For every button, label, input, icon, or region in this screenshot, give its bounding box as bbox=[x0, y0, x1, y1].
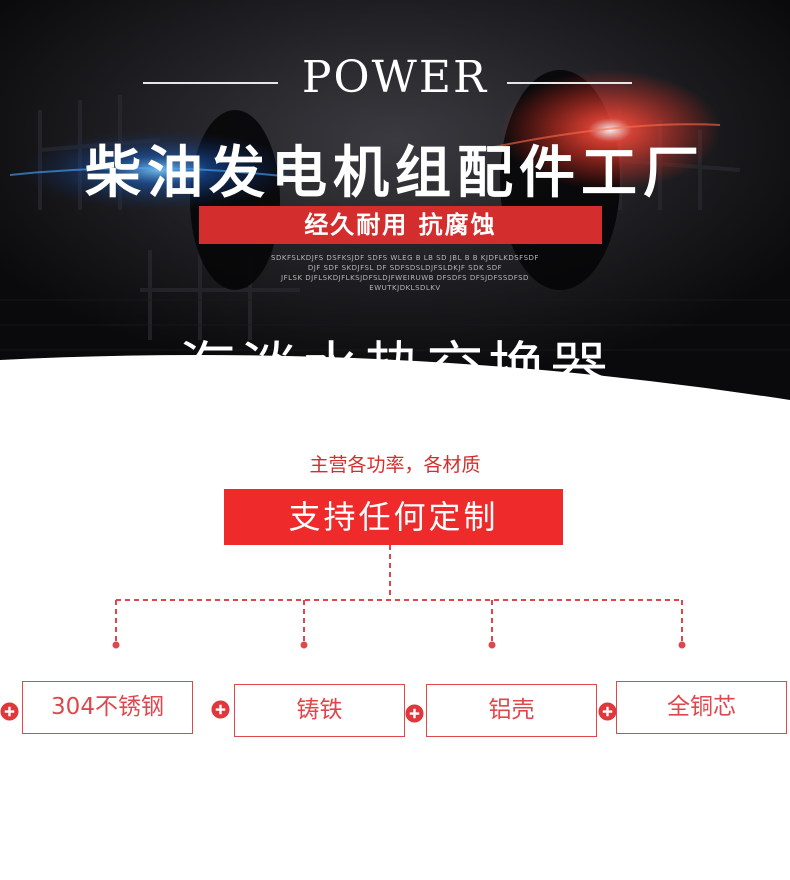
material-box-stainless: 304不锈钢 bbox=[22, 681, 193, 734]
material-label: 铸铁 bbox=[296, 697, 343, 723]
hero-banner-background bbox=[0, 0, 790, 400]
plus-circle-icon bbox=[405, 704, 424, 723]
power-heading: POWER bbox=[301, 52, 489, 103]
material-box-aluminum-shell: 铝壳 bbox=[426, 684, 597, 737]
custom-support-box: 支持任何定制 bbox=[224, 489, 563, 545]
sub-heading: 主营各功率，各材质 bbox=[309, 454, 481, 476]
plus-circle-icon bbox=[211, 700, 230, 719]
fine-print-line: EWUTKJDKLSDLKV bbox=[369, 284, 441, 292]
material-box-copper-core: 全铜芯 bbox=[616, 681, 787, 734]
fine-print-line: JFLSK DJFLSKDJFLKSJDFSLDJFWEIRUWB DFSDFS… bbox=[281, 274, 529, 282]
plus-circle-icon bbox=[0, 702, 19, 721]
material-label: 304不锈钢 bbox=[51, 694, 164, 720]
fine-print-line: SDKFSLKDJFS DSFKSJDF SDFS WLEG B LB SD J… bbox=[271, 254, 539, 262]
factory-title: 柴油发电机组配件工厂 bbox=[85, 141, 705, 206]
material-box-cast-iron: 铸铁 bbox=[234, 684, 405, 737]
material-label: 全铜芯 bbox=[667, 694, 736, 720]
material-label: 铝壳 bbox=[488, 697, 535, 723]
product-title: 海淡水热交换器 bbox=[177, 335, 612, 403]
plus-circle-icon bbox=[598, 702, 617, 721]
connector-tree bbox=[112, 545, 686, 649]
power-divider-right bbox=[507, 82, 632, 84]
fine-print-text: SDKFSLKDJFS DSFKSJDF SDFS WLEG B LB SD J… bbox=[238, 253, 572, 293]
power-divider-left bbox=[143, 82, 278, 84]
fine-print-line: DJF SDF SKDJFSL DF SDFSDSLDJFSLDKJF SDK … bbox=[307, 264, 503, 272]
durable-banner: 经久耐用 抗腐蚀 bbox=[199, 206, 602, 244]
